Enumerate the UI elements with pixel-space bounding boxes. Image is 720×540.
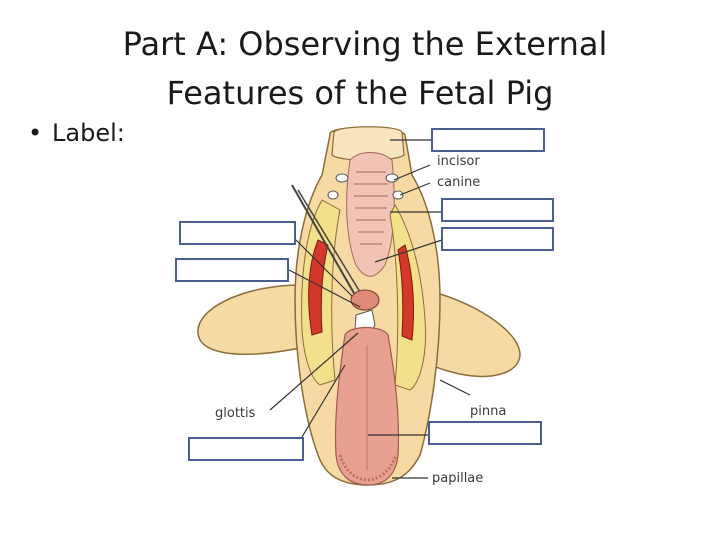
label-box-2[interactable] [441, 198, 554, 222]
palate-ridges [354, 171, 388, 245]
papillae-label: papillae [432, 471, 483, 486]
canine-tooth-right [392, 190, 404, 200]
glottis-label: glottis [215, 406, 256, 421]
hard-palate [346, 152, 395, 277]
pinna-label: pinna [470, 404, 506, 419]
papillae-tip [338, 454, 398, 482]
right-pinna [419, 289, 521, 378]
incisor-tooth-right [385, 173, 399, 183]
leader-lines [269, 139, 471, 479]
probe-line-1 [291, 184, 356, 296]
bullet-item: •Label: [28, 119, 125, 147]
incisor-label: incisor [437, 154, 480, 169]
soft-palate [350, 289, 380, 311]
slide-title-line-1: Part A: Observing the External [122, 25, 608, 63]
slide-title-line-2: Features of the Fetal Pig [166, 74, 554, 112]
label-box-5[interactable] [175, 258, 289, 282]
right-masseter-muscle [397, 244, 415, 341]
bullet-label: Label: [52, 119, 125, 147]
label-box-6[interactable] [428, 421, 542, 445]
canine-label: canine [437, 175, 480, 190]
label-box-1[interactable] [431, 128, 545, 152]
incisor-tooth-left [335, 173, 349, 183]
label-box-4[interactable] [179, 221, 296, 245]
left-pinna [197, 284, 301, 355]
canine-tooth-left [327, 190, 339, 200]
label-box-7[interactable] [188, 437, 304, 461]
left-masseter-muscle [308, 239, 329, 336]
label-box-3[interactable] [441, 227, 554, 251]
probe-line-2 [297, 189, 361, 293]
snout [331, 126, 405, 161]
